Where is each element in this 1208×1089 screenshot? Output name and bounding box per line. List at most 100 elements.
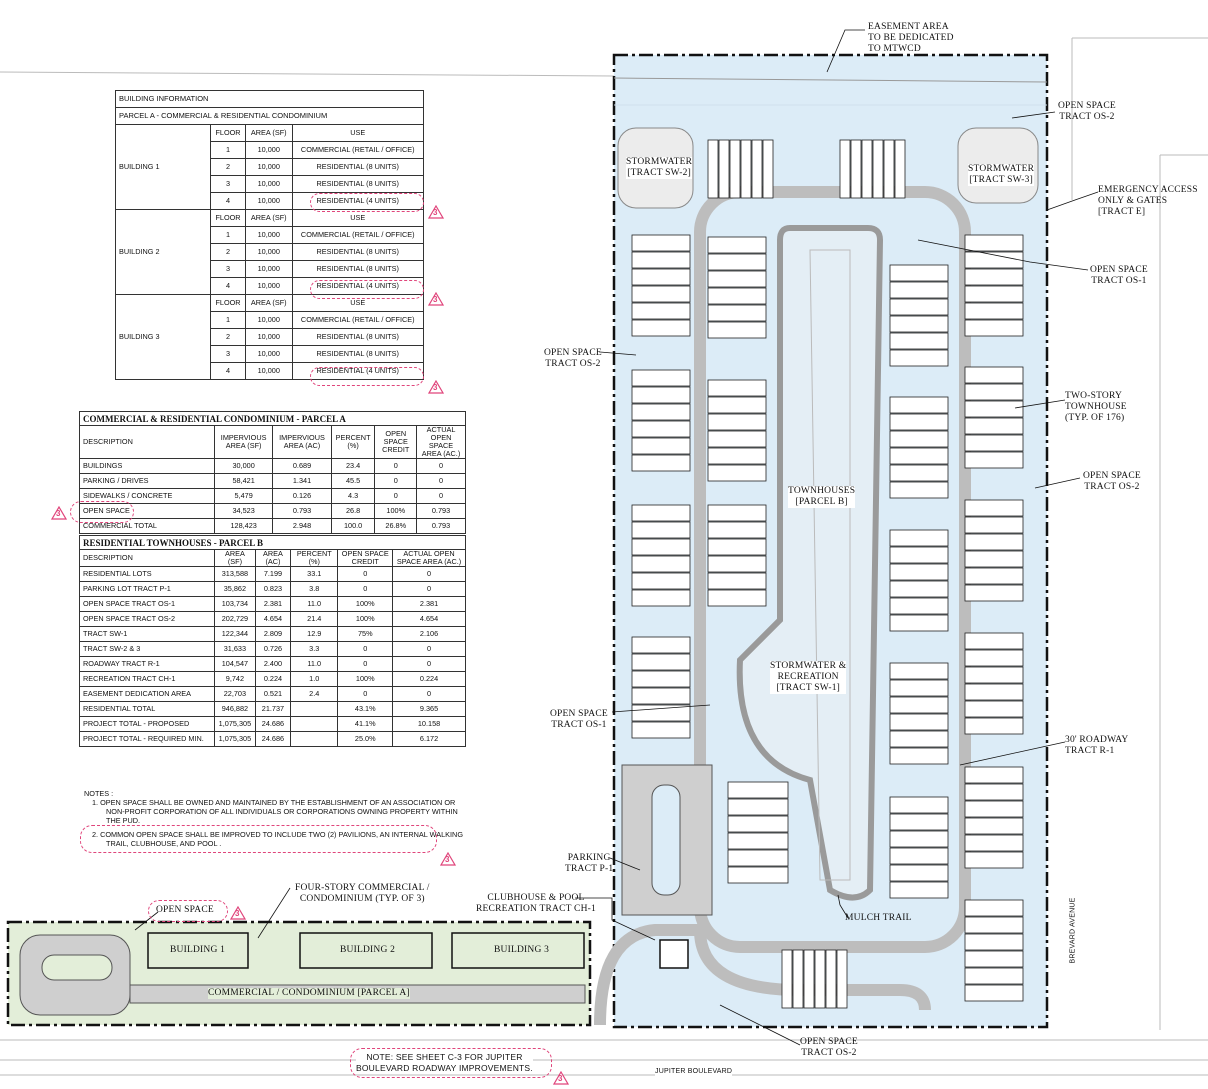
townhouse-unit xyxy=(964,967,1024,985)
townhouse-unit xyxy=(889,580,949,598)
table-cell: 122,344 xyxy=(214,626,256,642)
parcel-a-table: COMMERCIAL & RESIDENTIAL CONDOMINIUM - P… xyxy=(79,411,466,534)
table-cell: 4.654 xyxy=(392,611,466,627)
townhouse-unit xyxy=(872,139,884,199)
table-cell: 0 xyxy=(337,566,394,582)
townhouse-unit xyxy=(861,139,873,199)
label-townhouses: TOWNHOUSES [PARCEL B] xyxy=(788,486,856,508)
table-cell: RESIDENTIAL (8 UNITS) xyxy=(291,260,425,278)
table-cell: 3 xyxy=(209,260,247,278)
column-header: FLOOR xyxy=(209,124,247,142)
revision-cloud-sheet-note xyxy=(350,1048,552,1078)
table-cell: EASEMENT DEDICATION AREA xyxy=(79,686,215,702)
building-name: BUILDING 1 xyxy=(115,124,211,210)
townhouse-unit xyxy=(889,464,949,482)
column-header: PERCENT (%) xyxy=(290,549,339,567)
table-cell: 2.381 xyxy=(392,596,466,612)
table-cell: RESIDENTIAL (8 UNITS) xyxy=(291,158,425,176)
table-cell: 3 xyxy=(209,345,247,363)
table-cell: 0 xyxy=(337,641,394,657)
table-cell: PROJECT TOTAL - REQUIRED MIN. xyxy=(79,731,215,747)
label-brevard-avenue: BREVARD AVENUE xyxy=(1069,897,1077,964)
column-header: DESCRIPTION xyxy=(79,425,215,459)
label-os2-bottom: OPEN SPACE TRACT OS-2 xyxy=(800,1037,858,1058)
townhouse-unit xyxy=(631,268,691,286)
table-cell: 0 xyxy=(392,641,466,657)
revision-cloud-b2 xyxy=(310,280,424,299)
townhouse-unit xyxy=(964,683,1024,701)
revision-number: 3 xyxy=(433,295,438,304)
table-cell: RESIDENTIAL (8 UNITS) xyxy=(291,345,425,363)
table-cell: 22,703 xyxy=(214,686,256,702)
townhouse-unit xyxy=(889,597,949,615)
label-clubhouse: CLUBHOUSE & POOL RECREATION TRACT CH-1 xyxy=(476,893,596,914)
townhouse-unit xyxy=(889,529,949,547)
revision-cloud-note xyxy=(80,825,437,853)
table-cell: 103,734 xyxy=(214,596,256,612)
table-cell: PARKING / DRIVES xyxy=(79,473,215,489)
townhouse-unit xyxy=(707,270,767,288)
townhouse-unit xyxy=(707,253,767,271)
townhouse-unit xyxy=(839,139,851,199)
table-cell: 23.4 xyxy=(330,458,376,474)
table-cell: 0 xyxy=(392,581,466,597)
table-cell: 1 xyxy=(209,141,247,159)
townhouse-unit xyxy=(889,864,949,882)
table-title: RESIDENTIAL TOWNHOUSES - PARCEL B xyxy=(79,535,466,550)
townhouse-unit xyxy=(964,234,1024,252)
table-cell: 2.106 xyxy=(392,626,466,642)
townhouse-unit xyxy=(707,464,767,482)
table-cell: 35,862 xyxy=(214,581,256,597)
table-cell: 75% xyxy=(337,626,394,642)
townhouse-unit xyxy=(707,396,767,414)
table-cell: 10,000 xyxy=(245,260,293,278)
table-cell: 2 xyxy=(209,328,247,346)
table-cell: 2 xyxy=(209,243,247,261)
townhouse-unit xyxy=(836,949,848,1009)
table-cell xyxy=(290,701,339,717)
table-cell: 0.224 xyxy=(254,671,292,687)
table-cell: 0 xyxy=(416,473,466,489)
townhouse-unit xyxy=(707,287,767,305)
table-cell: 24.686 xyxy=(254,731,292,747)
table-cell: 30,000 xyxy=(213,458,274,474)
townhouse-unit xyxy=(792,949,804,1009)
townhouse-unit xyxy=(964,933,1024,951)
townhouse-unit xyxy=(964,285,1024,303)
table-cell: RESIDENTIAL (8 UNITS) xyxy=(291,243,425,261)
table-cell: 0 xyxy=(392,686,466,702)
townhouse-unit xyxy=(740,139,752,199)
table-cell: 1,075,305 xyxy=(214,731,256,747)
column-header: USE xyxy=(291,124,425,142)
townhouse-unit xyxy=(889,413,949,431)
table-cell: 4 xyxy=(209,277,247,295)
townhouse-unit xyxy=(631,420,691,438)
table-cell: 0.689 xyxy=(272,458,332,474)
townhouse-unit xyxy=(707,555,767,573)
townhouse-unit xyxy=(889,332,949,350)
townhouse-unit xyxy=(889,349,949,367)
revision-number: 3 xyxy=(433,208,438,217)
townhouse-unit xyxy=(707,504,767,522)
table-cell: 1.0 xyxy=(290,671,339,687)
table-cell: 1,075,305 xyxy=(214,716,256,732)
townhouse-unit xyxy=(762,139,774,199)
table-cell: RESIDENTIAL (8 UNITS) xyxy=(291,175,425,193)
table-cell: 100% xyxy=(337,671,394,687)
label-sw2: STORMWATER [TRACT SW-2] xyxy=(626,157,693,179)
townhouse-unit xyxy=(964,499,1024,517)
table-cell: 25.0% xyxy=(337,731,394,747)
table-cell: 10,000 xyxy=(245,226,293,244)
townhouse-unit xyxy=(707,304,767,322)
townhouse-unit xyxy=(631,454,691,472)
townhouse-unit xyxy=(631,319,691,337)
table-cell: 41.1% xyxy=(337,716,394,732)
table-cell: 4.654 xyxy=(254,611,292,627)
table-cell: 946,882 xyxy=(214,701,256,717)
townhouse-unit xyxy=(889,563,949,581)
